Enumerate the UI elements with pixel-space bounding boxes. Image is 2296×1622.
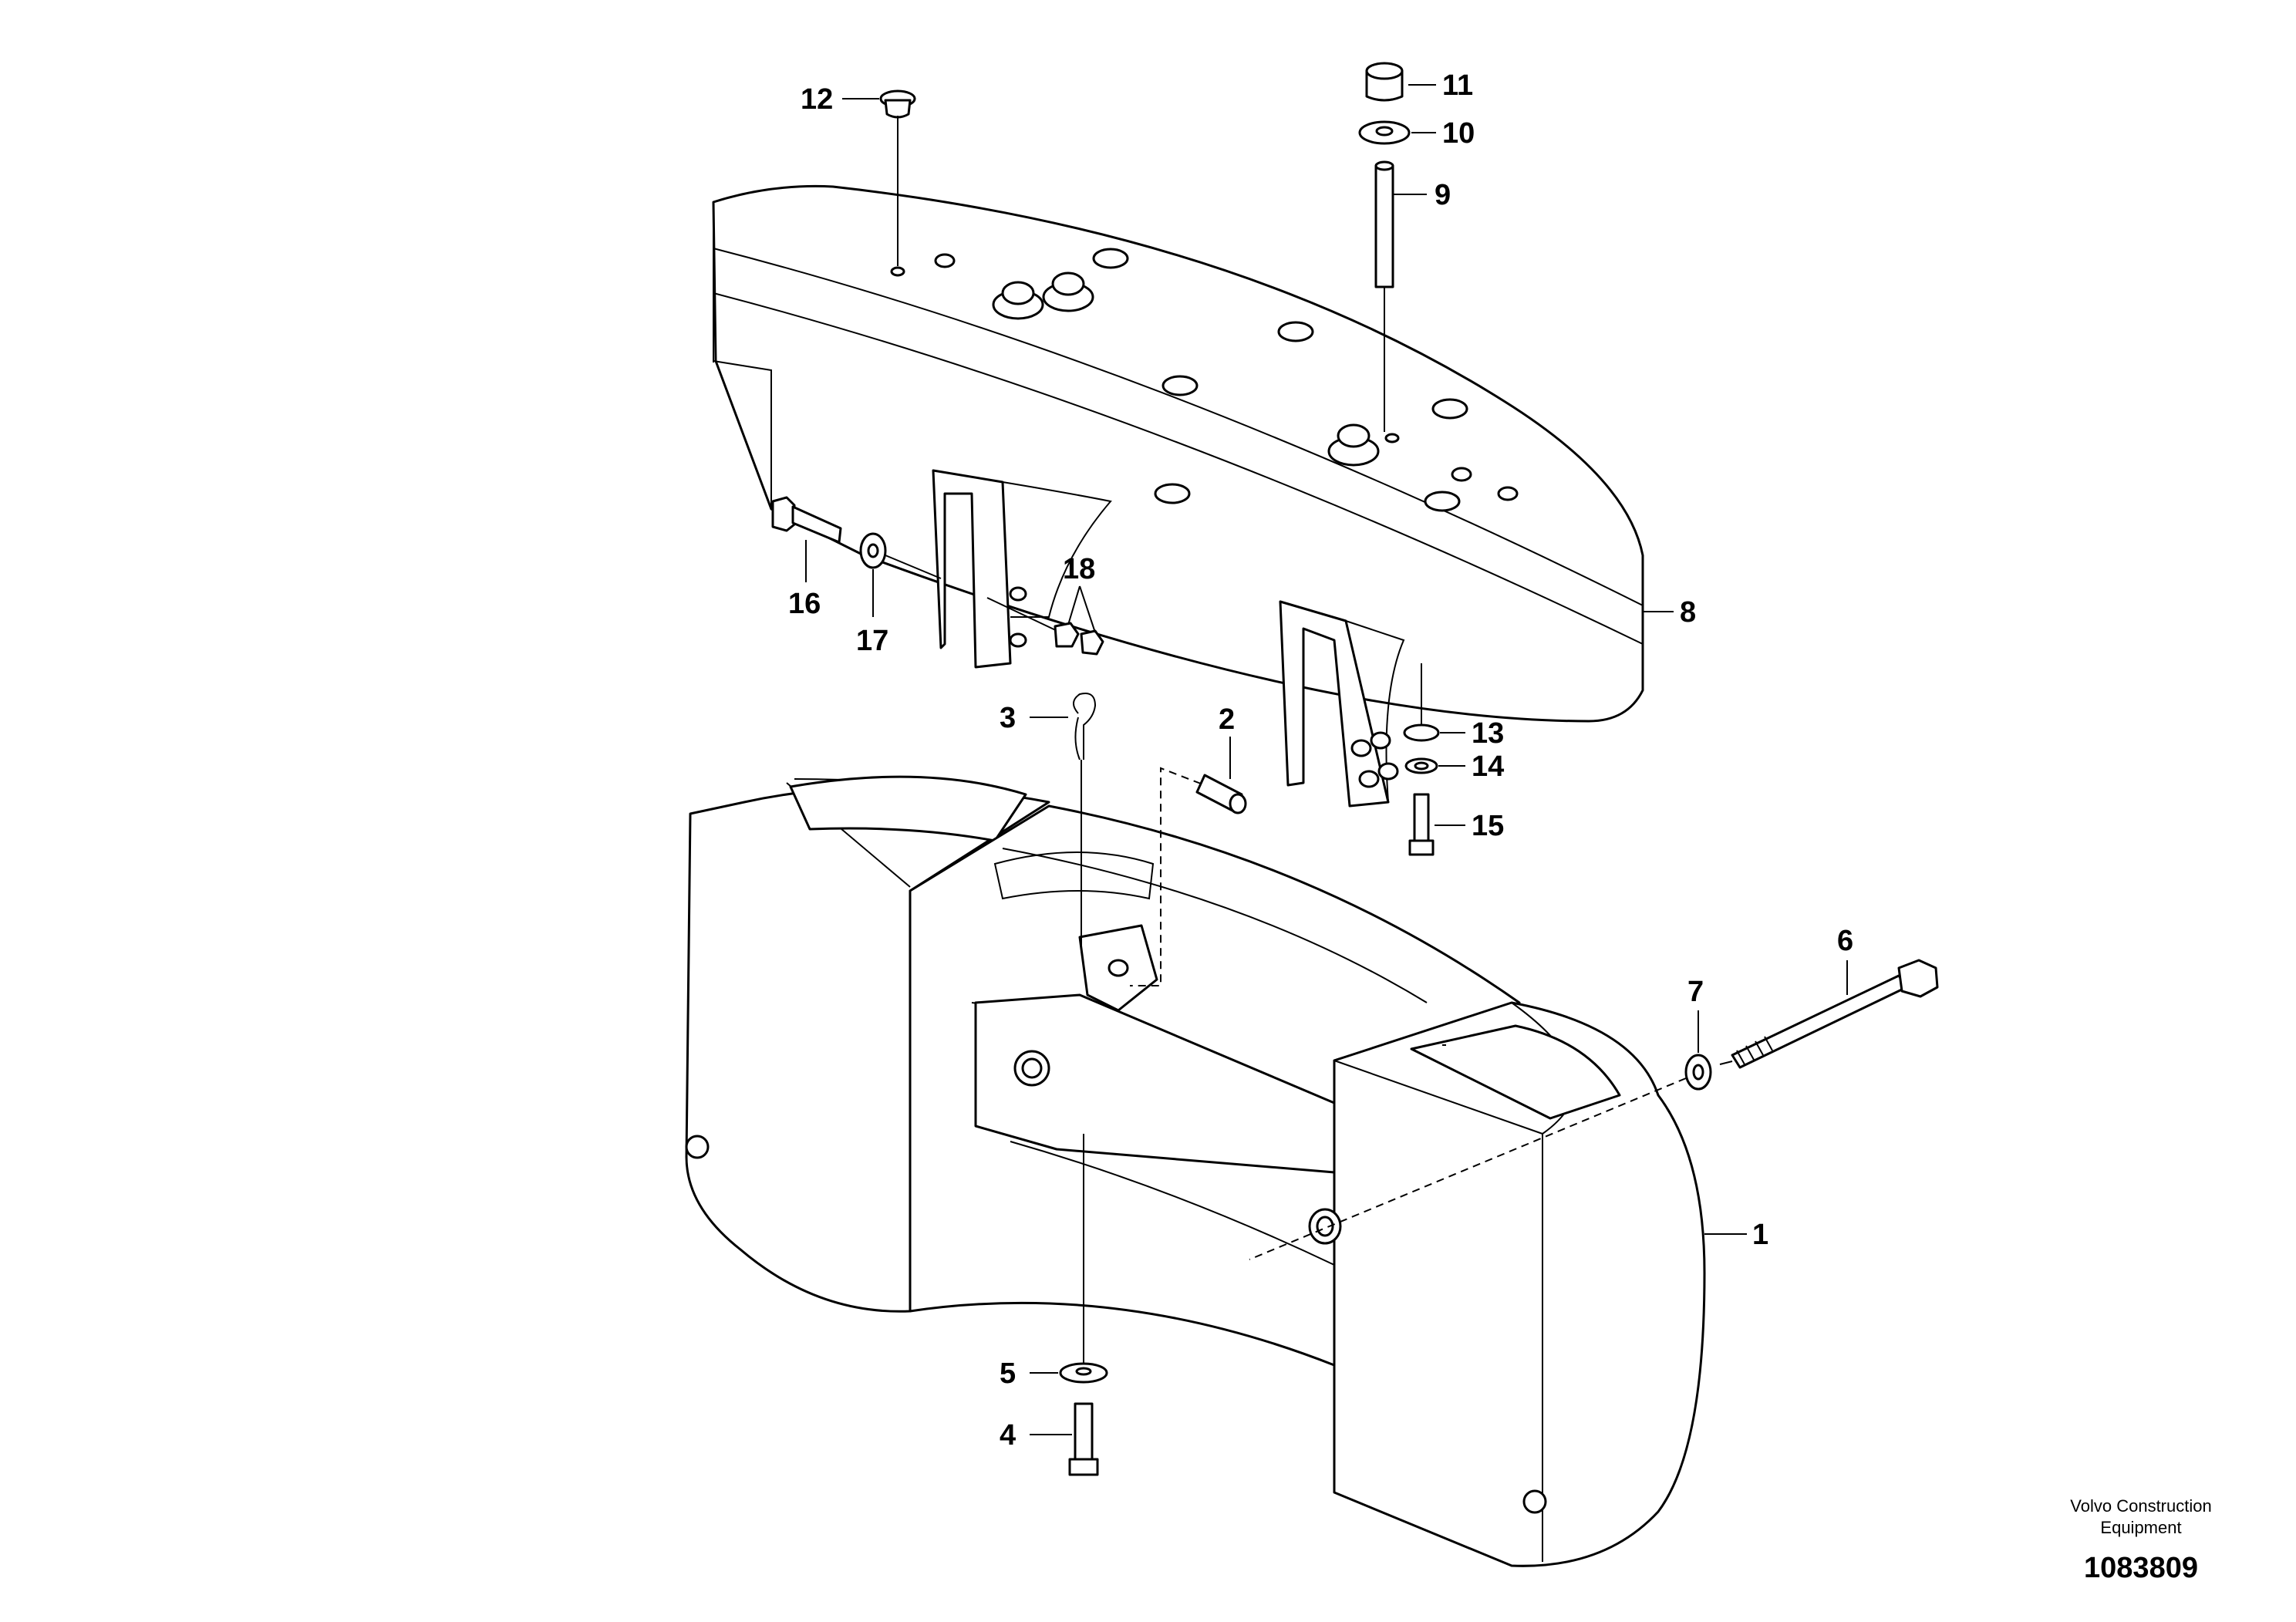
callout-9: 9: [1435, 179, 1451, 211]
callout-1: 1: [1752, 1219, 1768, 1251]
callout-10: 10: [1442, 117, 1475, 150]
part-9-stud: [1374, 160, 1394, 432]
callout-6: 6: [1837, 925, 1853, 957]
brand-line-2: Equipment: [2100, 1518, 2181, 1537]
part-3-spring-clip: [1073, 693, 1097, 953]
callout-leaders: [805, 84, 1848, 1435]
part-4-bolt: [1068, 1402, 1099, 1476]
callout-2: 2: [1219, 703, 1235, 736]
callout-12: 12: [801, 83, 833, 116]
part-11-nut: [1365, 62, 1404, 102]
part-7-washer: [1249, 1054, 1712, 1260]
part-16-bolt: [771, 496, 842, 544]
counterweight-body: [685, 775, 1706, 1567]
callout-17: 17: [856, 625, 888, 657]
callout-labels: 1 2 3 4 5 6 7 8 9 10 11 12 13 14 15 16 1…: [788, 69, 1853, 1452]
part-14-lock-washer: [1404, 757, 1438, 774]
part-10-washer: [1358, 120, 1411, 145]
part-13-washer: [1403, 663, 1440, 742]
callout-8: 8: [1680, 596, 1696, 629]
part-15-bolt: [1408, 793, 1435, 856]
part-2-pin: [1130, 767, 1247, 986]
callout-13: 13: [1472, 717, 1504, 750]
callout-7: 7: [1687, 976, 1704, 1008]
left-mounting-bracket: [932, 469, 1112, 669]
callout-5: 5: [1000, 1357, 1016, 1390]
callout-14: 14: [1472, 750, 1504, 783]
callout-3: 3: [1000, 702, 1016, 734]
brand-line-1: Volvo Construction: [2070, 1496, 2211, 1516]
callout-4: 4: [1000, 1419, 1016, 1452]
right-mounting-bracket: [1279, 600, 1405, 808]
callout-11: 11: [1442, 69, 1473, 102]
part-5-washer: [1059, 1134, 1108, 1384]
part-17-washer: [859, 532, 942, 579]
counterweight-plate-assembly: [712, 184, 1644, 723]
callout-16: 16: [788, 588, 821, 620]
callout-18: 18: [1063, 553, 1095, 585]
part-6-long-bolt: [1719, 959, 1939, 1069]
document-number: 1083809: [2084, 1552, 2198, 1584]
part-12-cap: [879, 89, 916, 266]
title-block: Volvo Construction Equipment 1083809: [2070, 1496, 2211, 1584]
part-18-nuts: [986, 597, 1104, 656]
callout-15: 15: [1472, 810, 1504, 842]
